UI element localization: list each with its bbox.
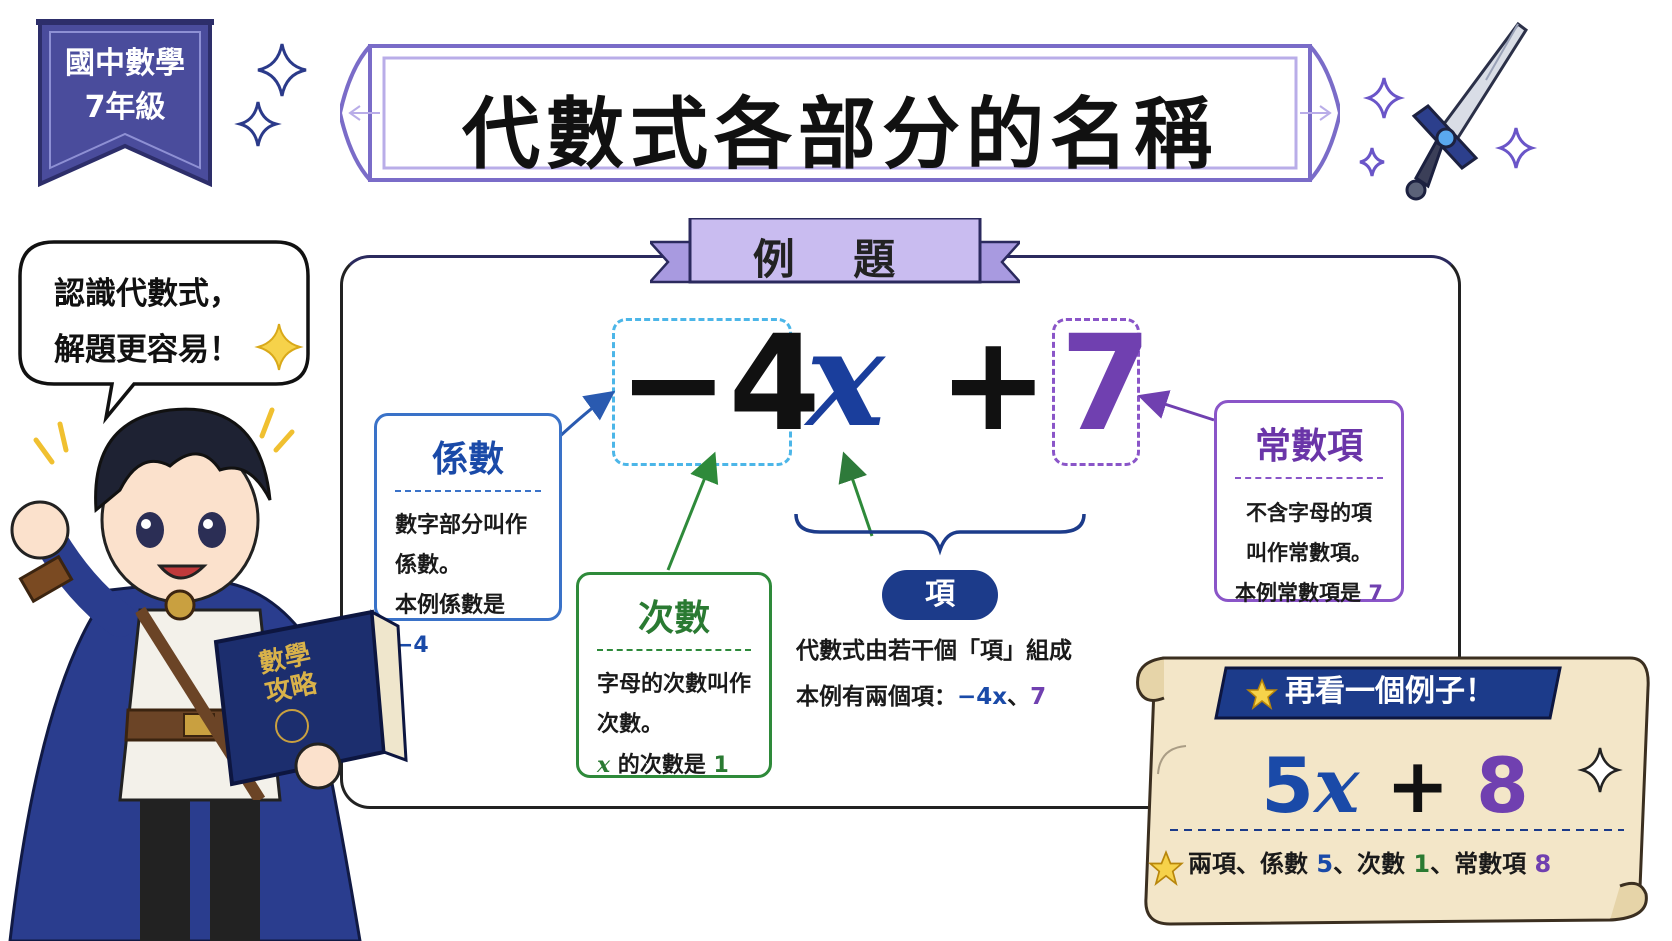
example-ribbon: 例 題 [650,218,1020,298]
scroll-summary: 兩項、係數 5、次數 1、常數項 8 [1188,844,1648,884]
speech-bubble: 認識代數式， 解題更容易！ [14,236,314,426]
degree-value: 1 [713,753,729,778]
title-frame: 代數式各部分的名稱 [340,28,1340,198]
degree-card: 次數 字母的次數叫作 次數。 x 的次數是 1 [576,572,772,778]
constant-card-line-1: 不含字母的項 [1246,501,1372,525]
scroll-title: 再看一個例子！ [1285,674,1495,709]
scroll-coefficient: 5 [1261,741,1315,830]
example-label: 例 題 [752,235,918,284]
grade-line-1: 國中數學 [65,46,185,81]
scroll-summary-coefficient: 5 [1316,850,1334,878]
term-description: 代數式由若干個「項」組成 本例有兩個項：−4x、7 [796,628,1116,720]
another-example-scroll: 再看一個例子！ 5x + 8 兩項、係數 5、次數 1、常數項 8 [1130,648,1660,934]
sparkle-icon [254,323,304,371]
coefficient-card-title: 係數 [431,439,504,480]
term-2: 7 [1030,684,1047,710]
degree-card-line-3: 的次數是 [617,753,706,778]
scroll-summary-constant-label: 、常數項 [1430,850,1527,878]
term-description-line-2: 本例有兩個項： [796,684,957,710]
degree-card-line-1: 字母的次數叫作 [597,672,752,697]
star-icon [1246,678,1278,710]
page-title: 代數式各部分的名稱 [461,90,1218,180]
constant-card-title: 常數項 [1254,426,1363,467]
constant-card-line-2: 叫作常數項。 [1246,541,1372,565]
speech-line-1: 認識代數式， [54,276,240,312]
term-badge: 項 [882,570,998,620]
coefficient-card: 係數 數字部分叫作 係數。 本例係數是 −4 [374,413,562,658]
grade-banner: 國中數學 7年級 [36,18,214,188]
term-separator: 、 [1007,684,1031,710]
scroll-summary-prefix: 兩項、係數 [1188,850,1308,878]
grade-line-2: 7年級 [84,90,166,125]
constant-value: 7 [1368,581,1383,605]
expression-variable: x [806,302,885,457]
degree-card-line-2: 次數。 [597,712,664,737]
expression-constant: 7 [1060,307,1152,461]
coefficient-card-line-1: 數字部分叫作 [395,513,528,538]
term-1: −4x [957,684,1008,710]
scroll-summary-degree: 1 [1413,850,1431,878]
expression-coefficient: −4 [618,307,821,461]
scroll-summary-constant: 8 [1534,850,1552,878]
sword-icon [1359,21,1538,201]
degree-variable: x [597,752,611,778]
scroll-summary-degree-label: 、次數 [1333,850,1406,878]
constant-card: 常數項 不含字母的項 叫作常數項。 本例常數項是 7 [1214,400,1404,605]
scroll-variable: x [1314,741,1360,830]
coefficient-card-line-2: 係數。 [395,553,462,578]
speech-line-2: 解題更容易！ [54,332,240,368]
sparkle-icon [234,43,307,147]
connector-arrows [556,390,1215,571]
term-description-line-1: 代數式由若干個「項」組成 [796,638,1072,664]
expression-plus: + [938,307,1049,461]
constant-card-line-3: 本例常數項是 [1235,581,1362,605]
degree-card-title: 次數 [637,598,710,639]
hero-character-illustration [8,407,408,941]
star-icon [1148,850,1184,886]
coefficient-card-line-3: 本例係數是 [395,593,506,618]
scroll-constant: 8 [1475,741,1529,830]
scroll-plus: + [1385,741,1450,830]
scroll-expression: 5x + 8 [1130,736,1660,836]
